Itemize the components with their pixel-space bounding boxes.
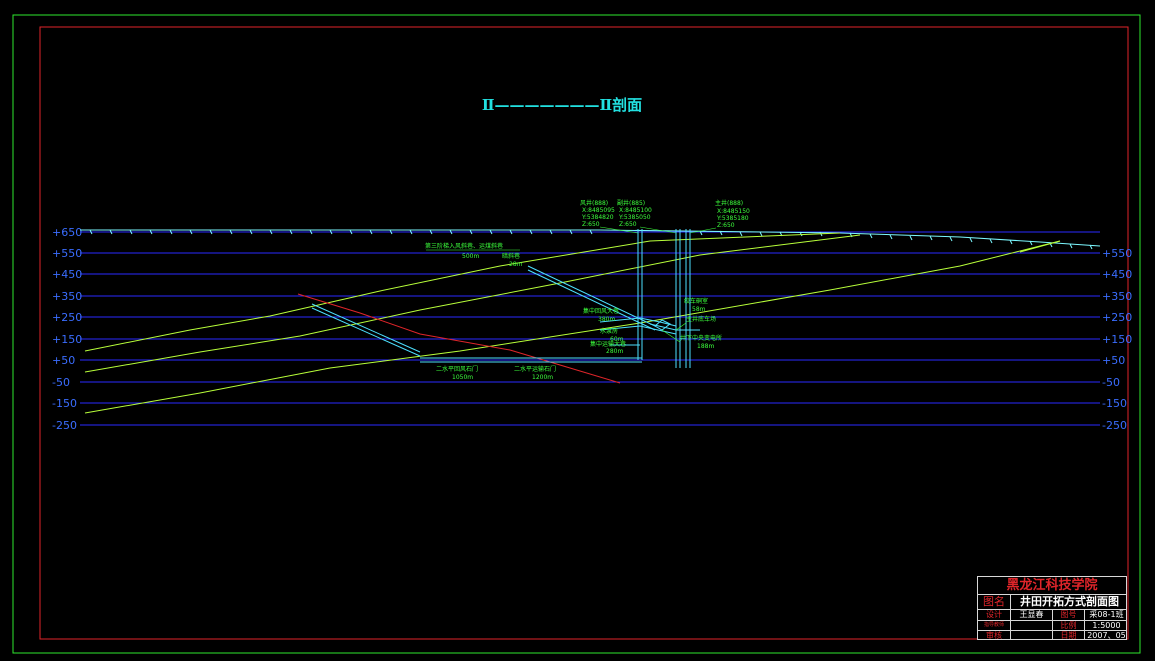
elevation-label-left: -150 — [52, 397, 77, 410]
leader-line — [675, 322, 687, 331]
air-shaft-z: Z:650 — [582, 221, 600, 228]
elevation-label-right: +150 — [1102, 333, 1132, 346]
seam-line — [84, 240, 1061, 414]
mine-workings — [311, 229, 700, 368]
level-return-length: 1050m — [452, 374, 473, 381]
elevation-label-left: +50 — [52, 354, 75, 367]
lower-incline — [311, 307, 421, 357]
center-lane-length: 280m — [606, 348, 623, 355]
drawing-no-label: 图号 — [1052, 610, 1084, 620]
outer-frame — [12, 14, 1141, 654]
winch-room-label: 绞车硐室 — [684, 297, 708, 305]
seam-line — [1019, 240, 1061, 253]
air-shaft-label: 风井(888) — [580, 199, 608, 207]
air-shaft-x: X:8485095 — [582, 207, 615, 214]
elevation-label-left: +450 — [52, 268, 82, 281]
section-title: Ⅱ———————Ⅱ剖面 — [482, 96, 642, 114]
upper-incline — [527, 265, 656, 327]
aux-shaft-x: X:8485100 — [619, 207, 652, 214]
scale-value: 1:5000 — [1084, 621, 1128, 630]
review-value — [1010, 631, 1052, 640]
leader-line — [639, 226, 677, 234]
elevation-label-left: +150 — [52, 333, 82, 346]
elevation-label-right: -150 — [1102, 397, 1127, 410]
elevation-label-left: -50 — [52, 376, 70, 389]
blind-incline-label: 暗斜巷 — [502, 252, 520, 260]
date-value: 2007、05 — [1084, 631, 1128, 640]
elevation-levels: +650 +550 +450 +350 +250 +150 +50 -50 -1… — [52, 226, 1132, 432]
designer-label: 设计 — [986, 610, 1002, 619]
elevation-label-left: +250 — [52, 311, 82, 324]
elevation-label-left: -250 — [52, 419, 77, 432]
surface-hatch — [89, 229, 1093, 250]
elevation-label-right: +450 — [1102, 268, 1132, 281]
underground-room-label: 井下中央变电所 — [680, 334, 722, 342]
elevation-label-left: +650 — [52, 226, 82, 239]
blind-incline-length: 28m — [509, 261, 523, 268]
upper-incline-length: 500m — [462, 253, 479, 260]
air-shaft-y: Y:5384820 — [581, 214, 614, 221]
elevation-label-right: +250 — [1102, 311, 1132, 324]
scale-label: 比例 — [1052, 621, 1084, 630]
elevation-label-right: +350 — [1102, 290, 1132, 303]
title-row-design: 设计 王显春 图号 采08-1班 — [978, 610, 1126, 621]
designer-value: 王显春 — [1010, 610, 1052, 620]
winch-room-length: 58m — [692, 306, 706, 313]
title-row-check: 指导教师 比例 1:5000 — [978, 621, 1126, 631]
upper-incline-label: 第三阶梯入风斜巷、运煤斜巷 — [425, 242, 503, 250]
aux-shaft-label: 副井(885) — [617, 199, 645, 207]
seam-line — [84, 232, 841, 352]
leader-line — [661, 329, 681, 343]
title-block: 黑龙江科技学院 图名 井田开拓方式剖面图 设计 王显春 图号 采08-1班 指导… — [977, 576, 1127, 640]
drawing-no-value: 采08-1班 — [1084, 610, 1128, 620]
leader-lines — [426, 226, 717, 343]
pump-room-label: 水泵房 — [600, 327, 618, 335]
supervisor-label: 指导教师 — [983, 622, 1004, 628]
track-lane-length: 380m — [598, 316, 615, 323]
aux-shaft-y: Y:5385050 — [618, 214, 651, 221]
level-haulage-label: 二水平运输石门 — [514, 365, 556, 373]
lower-incline — [311, 303, 421, 353]
underground-room-length: 188m — [697, 343, 714, 350]
annotations: 风井(888) X:8485095 Y:5384820 Z:650 副井(885… — [425, 199, 750, 381]
elevation-label-right: +50 — [1102, 354, 1125, 367]
coal-seams — [84, 232, 1061, 414]
seam-line — [84, 234, 861, 373]
main-shaft-y: Y:5385180 — [716, 215, 749, 222]
leader-line — [599, 226, 639, 234]
winch-room — [654, 319, 671, 331]
date-label: 日期 — [1052, 631, 1084, 640]
surface-line — [80, 229, 1101, 247]
pump-room-length: 60m — [610, 336, 624, 343]
ground-surface — [80, 229, 1101, 250]
track-lane-label: 集中回风大巷 — [583, 307, 619, 315]
elevation-label-right: +550 — [1102, 247, 1132, 260]
elevation-label-right: -250 — [1102, 419, 1127, 432]
elevation-label-right: -50 — [1102, 376, 1120, 389]
main-station-label: 主井底车场 — [686, 315, 716, 323]
main-shaft-label: 主井(888) — [715, 199, 743, 207]
main-shaft-x: X:8485150 — [717, 208, 750, 215]
school-name: 黑龙江科技学院 — [978, 577, 1126, 595]
review-label: 审核 — [986, 631, 1002, 640]
drawing-name-value: 井田开拓方式剖面图 — [1010, 594, 1128, 609]
center-lane-label: 集中运输大巷 — [590, 340, 626, 348]
level-return-label: 二水平回风石门 — [436, 365, 478, 373]
title-row-review: 审核 日期 2007、05 — [978, 631, 1126, 640]
upper-incline — [527, 269, 656, 331]
aux-shaft-z: Z:650 — [619, 221, 637, 228]
main-shaft-z: Z:650 — [717, 222, 735, 229]
drawing-name-label: 图名 — [983, 595, 1005, 608]
level-haulage-length: 1200m — [532, 374, 553, 381]
elevation-label-left: +350 — [52, 290, 82, 303]
title-row-name: 图名 井田开拓方式剖面图 — [978, 594, 1126, 610]
fault-line — [297, 293, 621, 384]
elevation-label-left: +550 — [52, 247, 82, 260]
inner-frame — [39, 26, 1129, 640]
supervisor-value — [1010, 621, 1052, 630]
leader-line — [689, 227, 717, 234]
